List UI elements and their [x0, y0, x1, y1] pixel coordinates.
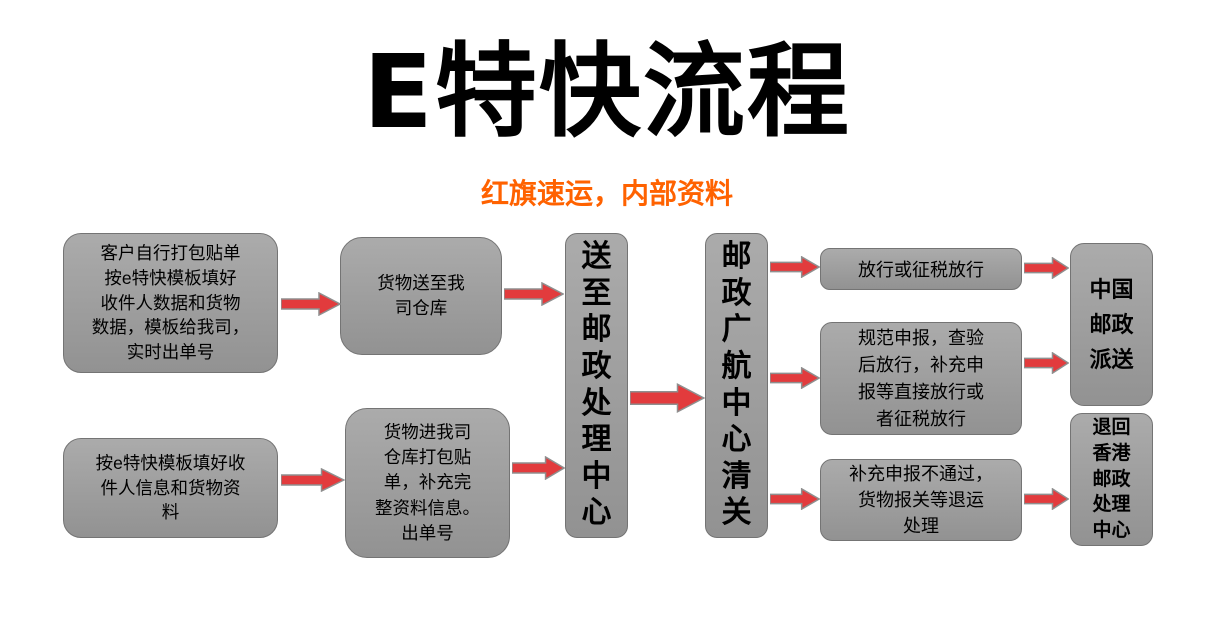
release-to-chinapost-arrow-icon — [1024, 257, 1069, 279]
node-guanghang-customs-label: 邮政广航中心清关 — [721, 240, 752, 530]
page-subtitle: 红旗速运，内部资料 — [480, 178, 733, 209]
customs-to-fail-arrow-icon — [770, 488, 820, 510]
node-goods-into-warehouse-label: 货物进我司 仓库打包贴 单，补充完 整资料信息。 出单号 — [375, 421, 480, 544]
node-declare-label: 规范申报，查验 后放行，补充申 报等直接放行或 者征税放行 — [858, 327, 984, 429]
node-customer-pack-label: 客户自行打包贴单 按e特快模板填好 收件人数据和货物 数据，模板给我司， 实时出… — [91, 242, 250, 363]
warehouse-to-postal-arrow-icon — [504, 282, 564, 306]
node-postal-processing-center: 送至邮政处理中心 — [565, 233, 628, 538]
node-return-hk-postal-label: 退回 香港 邮政 处理 中心 — [1092, 417, 1131, 541]
customs-to-release-arrow-icon — [770, 256, 820, 278]
node-release-label: 放行或征税放行 — [858, 260, 984, 280]
template-to-warehouse-arrow-icon — [281, 468, 345, 492]
page-title: E特快流程 — [363, 33, 851, 152]
node-template-fill-label: 按e特快模板填好收 件人信息和货物资 料 — [95, 452, 246, 523]
customs-to-declare-arrow-icon — [770, 367, 820, 389]
node-fail-return: 补充申报不通过， 货物报关等退运 处理 — [820, 459, 1022, 541]
node-template-fill: 按e特快模板填好收 件人信息和货物资 料 — [63, 438, 278, 538]
node-fail-return-label: 补充申报不通过， 货物报关等退运 处理 — [849, 463, 993, 537]
node-customer-pack: 客户自行打包贴单 按e特快模板填好 收件人数据和货物 数据，模板给我司， 实时出… — [63, 233, 278, 373]
node-goods-into-warehouse: 货物进我司 仓库打包贴 单，补充完 整资料信息。 出单号 — [345, 408, 510, 558]
warehouse2-to-postal-arrow-icon — [512, 456, 565, 480]
node-return-hk-postal: 退回 香港 邮政 处理 中心 — [1070, 413, 1153, 546]
node-goods-to-warehouse: 货物送至我 司仓库 — [340, 237, 502, 355]
node-china-post-delivery: 中国 邮政 派送 — [1070, 243, 1153, 406]
node-declare: 规范申报，查验 后放行，补充申 报等直接放行或 者征税放行 — [820, 322, 1022, 435]
declare-to-chinapost-arrow-icon — [1024, 352, 1069, 374]
node-release: 放行或征税放行 — [820, 248, 1022, 290]
fail-to-returnhk-arrow-icon — [1024, 488, 1069, 510]
node-postal-processing-center-label: 送至邮政处理中心 — [581, 240, 612, 530]
node-guanghang-customs: 邮政广航中心清关 — [705, 233, 768, 538]
node-goods-to-warehouse-label: 货物送至我 司仓库 — [377, 272, 465, 318]
node-china-post-delivery-label: 中国 邮政 派送 — [1089, 276, 1134, 373]
postal-to-customs-arrow-icon — [630, 383, 705, 413]
customer-to-warehouse-arrow-icon — [281, 292, 341, 316]
